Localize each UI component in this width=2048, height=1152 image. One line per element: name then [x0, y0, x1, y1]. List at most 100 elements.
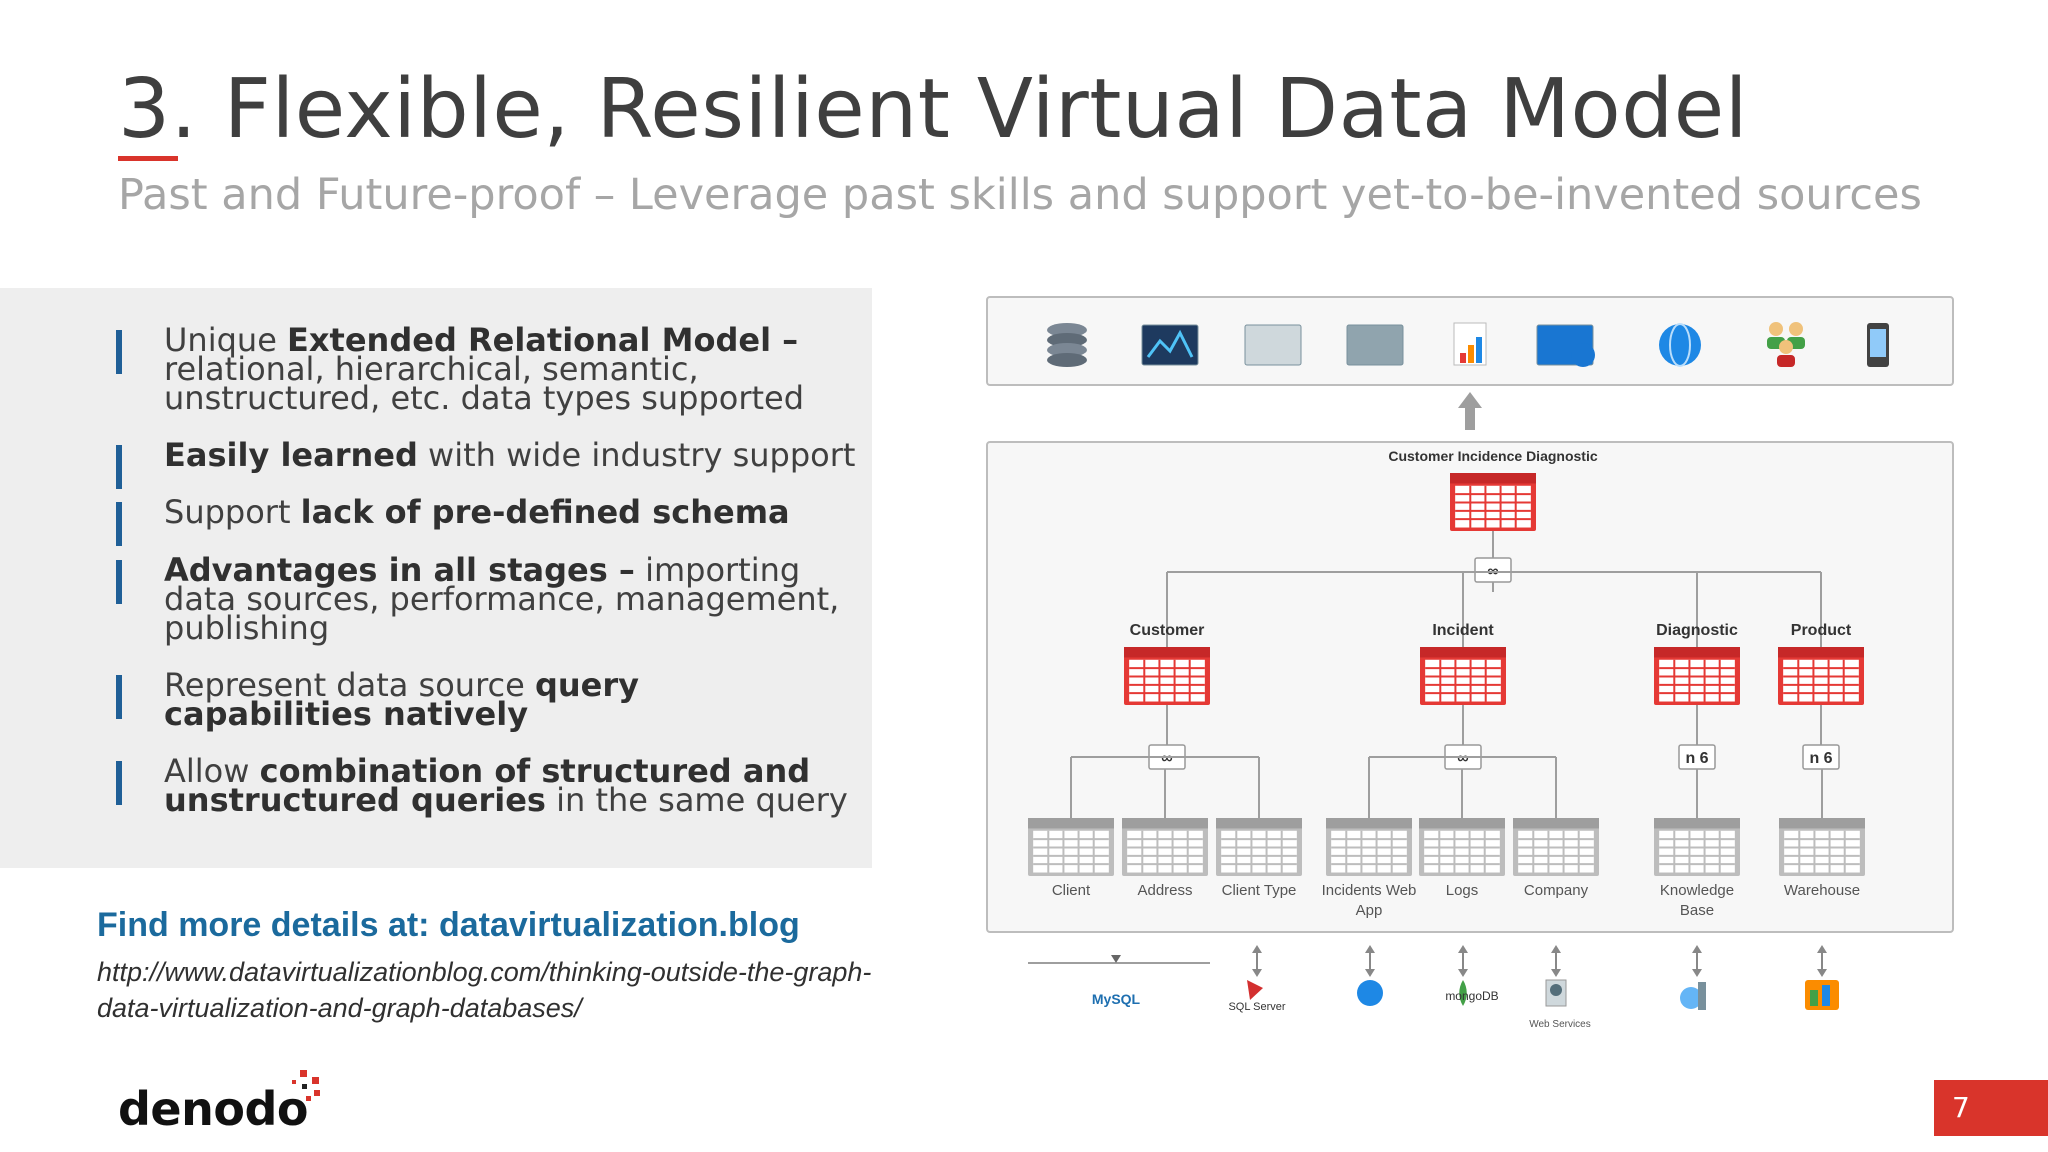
- globe-icon: [1659, 323, 1701, 367]
- arrow-head-icon: [1458, 945, 1468, 953]
- article-url[interactable]: http://www.datavirtualizationblog.com/th…: [97, 957, 872, 1023]
- users-icon: [1767, 322, 1805, 367]
- bullet-emphasis: Advantages in all stages –: [164, 551, 635, 589]
- mongodb-logo: mongoDB: [1445, 989, 1498, 1003]
- bullet-phrase: relational, hierarchical, semantic, unst…: [164, 350, 805, 417]
- bullet-phrase: with wide industry support: [417, 436, 856, 474]
- slide-title: 3. Flexible, Resilient Virtual Data Mode…: [118, 62, 1748, 157]
- bullet-text: Advantages in all stages – importing dat…: [164, 554, 856, 644]
- base-view-table-icon: [1419, 818, 1505, 876]
- mongodb-leaf-icon: [1459, 980, 1467, 1006]
- base-view-label: Client Type: [1222, 882, 1297, 899]
- bullet-phrase: importing data sources, performance, man…: [164, 551, 840, 647]
- base-view-label: Company: [1524, 882, 1589, 899]
- mid-view-label: Diagnostic: [1656, 622, 1738, 639]
- bullet-text: Unique Extended Relational Model – relat…: [164, 324, 856, 414]
- base-view-label: Base: [1680, 902, 1714, 919]
- base-view-label: Address: [1137, 882, 1192, 899]
- join-symbol: ∞: [1161, 750, 1172, 767]
- denodo-logo: denodo: [118, 1070, 320, 1136]
- down-arrow-icon: [1111, 955, 1121, 963]
- arrow-head-icon: [1551, 969, 1561, 977]
- base-view-table-icon: [1513, 818, 1599, 876]
- sql-server-icon: [1247, 980, 1263, 1000]
- mid-view-table-icon: [1654, 647, 1740, 705]
- base-view-label: Client: [1052, 882, 1091, 899]
- bullet-phrase: Support: [164, 493, 301, 531]
- bullet-item: Allow combination of structured and unst…: [116, 755, 856, 816]
- logo-text: denodo: [118, 1082, 309, 1136]
- bullet-phrase: Unique: [164, 321, 288, 359]
- join-symbol: ∞: [1457, 750, 1468, 767]
- arrow-head-icon: [1458, 969, 1468, 977]
- mysql-logo: MySQL: [1092, 991, 1141, 1007]
- arrow-head-icon: [1252, 969, 1262, 977]
- slide-subtitle: Past and Future-proof – Leverage past sk…: [118, 170, 1922, 220]
- bullet-emphasis: lack of pre-defined schema: [300, 493, 790, 531]
- arrow-head-icon: [1692, 969, 1702, 977]
- bullet-emphasis: Extended Relational Model –: [287, 321, 799, 359]
- bullet-marker: [116, 761, 122, 805]
- mobile-icon: [1867, 323, 1889, 367]
- bullet-text: Represent data source query capabilities…: [164, 669, 856, 730]
- bullet-marker: [116, 675, 122, 719]
- base-view-label: App: [1356, 902, 1383, 919]
- bullet-item: Unique Extended Relational Model – relat…: [116, 324, 856, 414]
- web-app-icon: [1536, 324, 1595, 367]
- desktop-icon: [1346, 324, 1404, 366]
- bullet-emphasis: query capabilities natively: [164, 666, 640, 733]
- bullet-emphasis: Easily learned: [164, 436, 418, 474]
- mid-view-label: Incident: [1432, 622, 1494, 639]
- bullet-phrase: Represent data source: [164, 666, 535, 704]
- globe-source-icon: [1357, 980, 1383, 1006]
- bullet-marker: [116, 502, 122, 546]
- bullet-phrase: in the same query: [545, 781, 848, 819]
- base-view-table-icon: [1326, 818, 1412, 876]
- data-model-diagram: Customer Incidence Diagnostic∞CustomerIn…: [986, 296, 1954, 1030]
- bullet-marker: [116, 445, 122, 489]
- base-view-label: Logs: [1446, 882, 1479, 899]
- bullet-item: Represent data source query capabilities…: [116, 669, 856, 730]
- top-view-table-icon: [1450, 473, 1536, 531]
- arrow-head-icon: [1817, 945, 1827, 953]
- logo-dots-icon: [292, 1070, 320, 1101]
- arrow-head-icon: [1365, 945, 1375, 953]
- bullet-panel: [0, 288, 872, 868]
- page-number: 7: [1934, 1080, 2048, 1136]
- bullet-marker: [116, 560, 122, 604]
- base-view-label: Knowledge: [1660, 882, 1734, 899]
- database-icon: [1047, 323, 1087, 367]
- join-symbol: n 6: [1685, 750, 1708, 767]
- base-view-table-icon: [1028, 818, 1114, 876]
- report-icon: [1453, 322, 1487, 366]
- base-view-table-icon: [1779, 818, 1865, 876]
- mid-view-label: Customer: [1130, 622, 1205, 639]
- mid-view-label: Product: [1791, 622, 1852, 639]
- bullet-emphasis: combination of structured and unstructur…: [164, 752, 811, 819]
- join-symbol: n 6: [1809, 750, 1832, 767]
- up-arrow-icon: [1458, 392, 1482, 430]
- mid-view-table-icon: [1124, 647, 1210, 705]
- bullet-marker: [116, 330, 122, 374]
- bullet-text: Support lack of pre-defined schema: [164, 496, 856, 528]
- spreadsheet-icon: [1244, 324, 1302, 366]
- knowledge-source-icon: [1680, 987, 1702, 1009]
- base-view-table-icon: [1122, 818, 1208, 876]
- mid-view-table-icon: [1778, 647, 1864, 705]
- mid-view-table-icon: [1420, 647, 1506, 705]
- more-details-link[interactable]: Find more details at: datavirtualization…: [97, 906, 800, 944]
- arrow-head-icon: [1817, 969, 1827, 977]
- bullet-item: Easily learned with wide industry suppor…: [116, 439, 856, 489]
- bullet-text: Allow combination of structured and unst…: [164, 755, 856, 816]
- arrow-head-icon: [1252, 945, 1262, 953]
- web-services-label: Web Services: [1529, 1019, 1591, 1030]
- base-view-table-icon: [1654, 818, 1740, 876]
- bullet-phrase: Allow: [164, 752, 260, 790]
- bullet-text: Easily learned with wide industry suppor…: [164, 439, 856, 471]
- sql-server-logo: SQL Server: [1228, 1001, 1285, 1013]
- bullet-item: Advantages in all stages – importing dat…: [116, 554, 856, 644]
- base-view-table-icon: [1216, 818, 1302, 876]
- top-view-label: Customer Incidence Diagnostic: [1388, 448, 1597, 464]
- base-view-label: Incidents Web: [1322, 882, 1417, 899]
- arrow-head-icon: [1551, 945, 1561, 953]
